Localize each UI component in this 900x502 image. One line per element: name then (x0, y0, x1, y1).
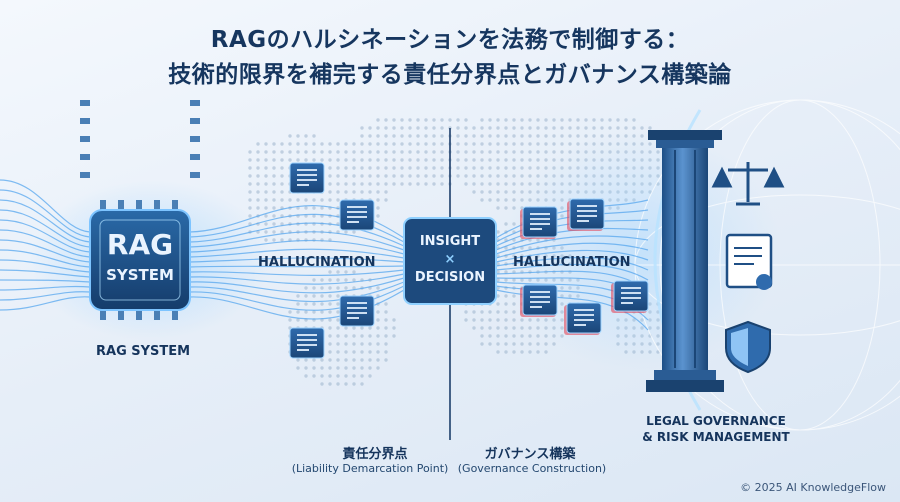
decision-box (403, 217, 497, 305)
decision-label-insight: INSIGHT (419, 234, 481, 249)
chip-caption: RAG SYSTEM (96, 344, 191, 359)
page-title-line2: 技術的限界を補完する責任分界点とガバナンス構築論 (168, 62, 732, 88)
document-icon (289, 327, 325, 359)
legal-label-line1: LEGAL GOVERNANCE (646, 414, 786, 428)
glitch-document-icon (567, 198, 605, 231)
glitch-document-icon (564, 302, 602, 335)
chip-label-system: SYSTEM (106, 266, 174, 284)
governance-sublabel: (Governance Construction) (457, 462, 607, 475)
decision-label-decision: DECISION (414, 270, 486, 285)
chip-label-rag: RAG (106, 228, 174, 261)
glitch-document-icon (611, 280, 649, 313)
glitch-document-icon (520, 284, 558, 317)
document-icon (339, 295, 375, 327)
scales-icon (711, 162, 785, 206)
shield-icon (725, 320, 771, 374)
governance-label: ガバナンス構築 (484, 447, 576, 462)
certificate-icon (725, 233, 773, 290)
glitch-document-icon (520, 206, 558, 239)
decision-label-symbol: × (444, 252, 456, 267)
hallucination-label-left: HALLUCINATION (258, 255, 376, 270)
copyright: © 2025 AI KnowledgeFlow (740, 481, 886, 494)
liability-sublabel: (Liability Demarcation Point) (291, 462, 449, 475)
document-icon (289, 162, 325, 194)
page-title-line1: RAGのハルシネーションを法務で制御する： (210, 27, 690, 53)
legal-label-line2: & RISK MANAGEMENT (642, 430, 790, 444)
hallucination-label-right: HALLUCINATION (513, 255, 631, 270)
liability-label: 責任分界点 (342, 447, 408, 462)
document-icon (339, 199, 375, 231)
chip-icon (80, 100, 200, 320)
pillar-icon (646, 130, 724, 392)
